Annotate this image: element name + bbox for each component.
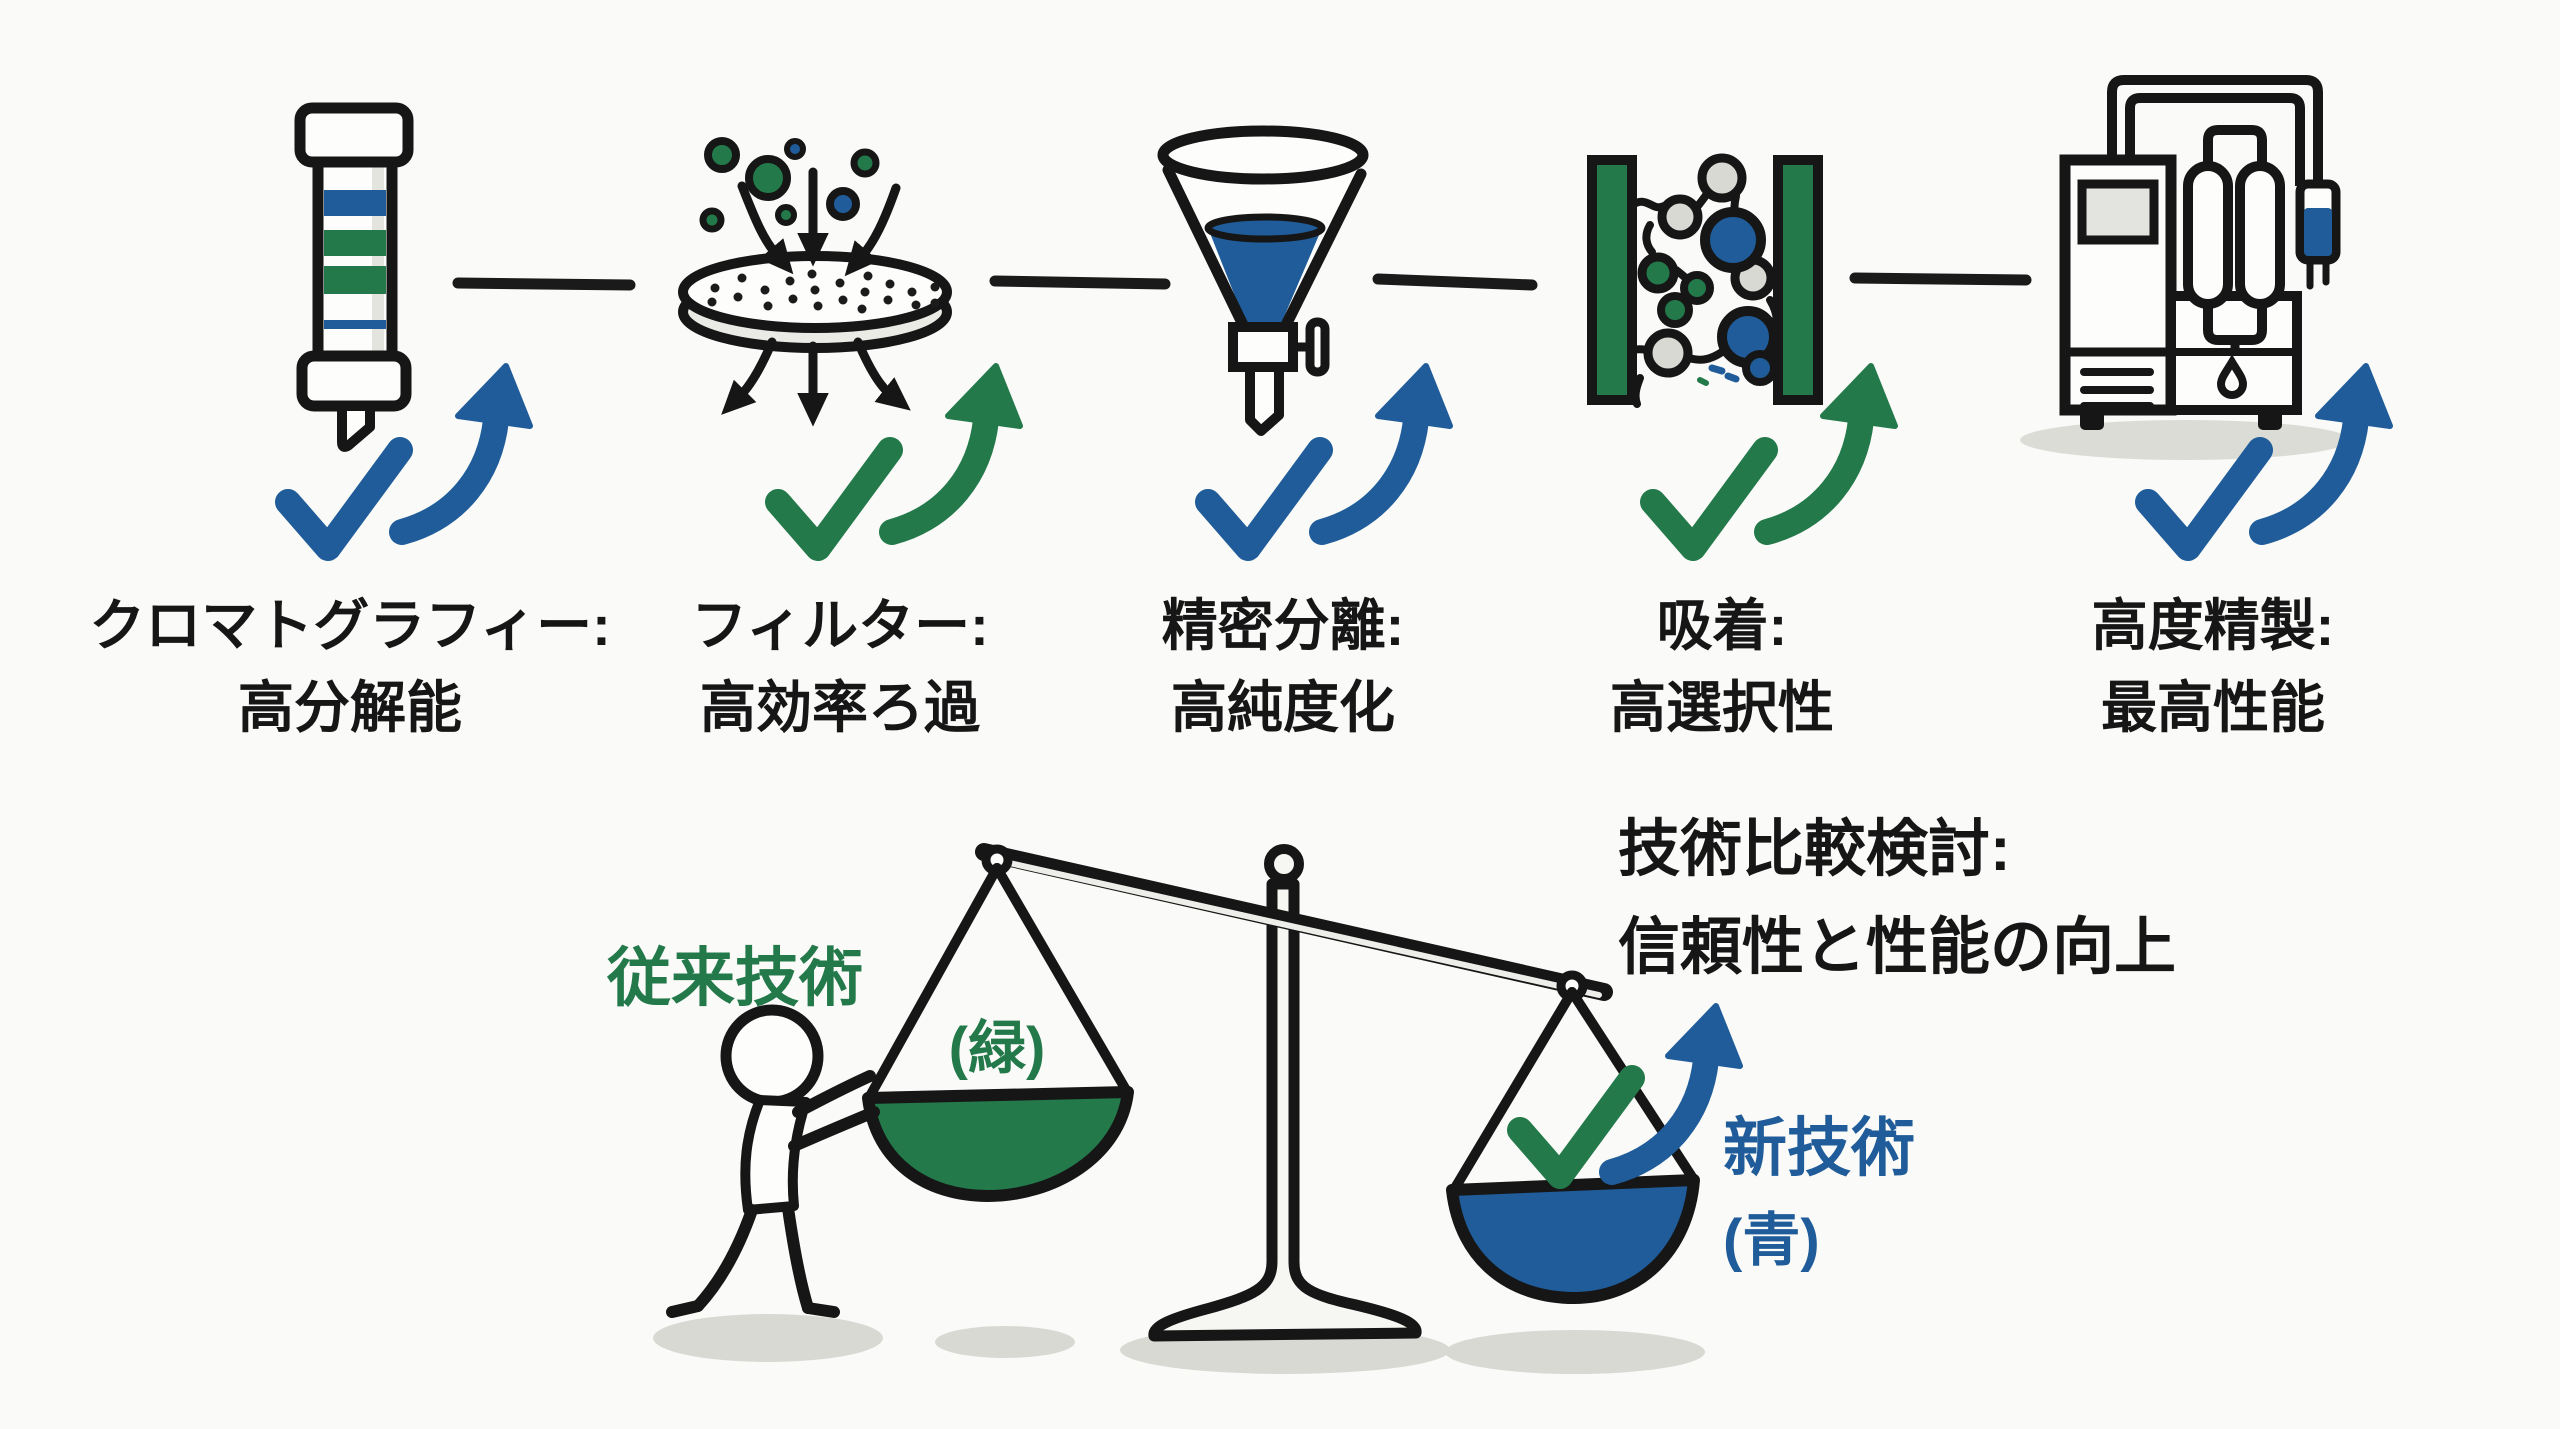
purification-system-icon	[2020, 75, 2350, 460]
new-technology-sub-label: (青)	[1723, 1208, 1820, 1273]
step-label-line1: 吸着:	[1657, 594, 1788, 657]
connector-line	[1849, 272, 2032, 286]
new-technology-label: 新技術	[1723, 1112, 1915, 1184]
step-label-line2: 高純度化	[1171, 676, 1395, 739]
scale-pillar	[1148, 878, 1422, 1342]
step-label-line1: クロマトグラフィー:	[89, 594, 611, 657]
flow-arrows	[721, 167, 911, 427]
adsorption-membrane-icon	[1587, 153, 1823, 408]
step-label-line2: 高効率ろ過	[700, 676, 981, 739]
step-label-line2: 高選択性	[1610, 676, 1834, 739]
balance-scale: 技術比較検討: 信頼性と性能の向上 従来技術 (緑) 新技術 (青)	[606, 815, 2176, 1374]
stick-figure	[666, 1004, 880, 1318]
beam-highlight	[984, 855, 1602, 998]
step-label-line2: 高分解能	[238, 676, 462, 739]
check-icon	[1208, 450, 1320, 548]
step-chromatography: クロマトグラフィー: 高分解能	[89, 102, 611, 739]
pillar-ring	[1264, 844, 1304, 884]
step-label-line1: 精密分離:	[1162, 594, 1405, 657]
chromatography-column-icon	[294, 102, 414, 452]
step-precision-separation: 精密分離: 高純度化	[1157, 125, 1450, 739]
check-icon	[2148, 450, 2260, 548]
fragments	[1697, 364, 1740, 386]
check-icon	[288, 450, 400, 548]
check-icon	[778, 450, 890, 548]
up-arrow-icon	[892, 366, 1020, 532]
step-label-line1: 高度精製:	[2092, 594, 2335, 657]
separating-funnel-icon	[1157, 125, 1369, 436]
old-technology-sub-label: (緑)	[949, 1016, 1046, 1081]
connector-line	[452, 277, 636, 291]
step-label-line1: フィルター:	[691, 594, 989, 657]
droplet-icon	[2216, 354, 2248, 399]
check-icon	[1653, 450, 1765, 548]
filter-disc-icon	[678, 137, 952, 427]
step-adsorption: 吸着: 高選択性	[1587, 153, 1895, 739]
connector-line	[989, 275, 1171, 290]
step-advanced-purification: 高度精製: 最高性能	[2020, 75, 2390, 739]
step-filter: フィルター: 高効率ろ過	[678, 137, 1020, 739]
molecules	[1637, 153, 1779, 386]
comparison-heading-line2: 信頼性と性能の向上	[1618, 913, 2176, 982]
up-arrow-icon	[1322, 366, 1450, 532]
comparison-heading-line1: 技術比較検討:	[1618, 815, 2011, 884]
particles	[699, 137, 880, 233]
old-technology-label: 従来技術	[606, 942, 863, 1014]
left-pan	[862, 863, 1134, 1202]
up-arrow-icon	[402, 366, 530, 532]
step-label-line2: 最高性能	[2101, 676, 2325, 739]
connector-lines	[452, 272, 2032, 291]
connector-line	[1372, 273, 1538, 291]
balance-beam	[975, 843, 1613, 1001]
machine-shadow	[2020, 420, 2350, 460]
